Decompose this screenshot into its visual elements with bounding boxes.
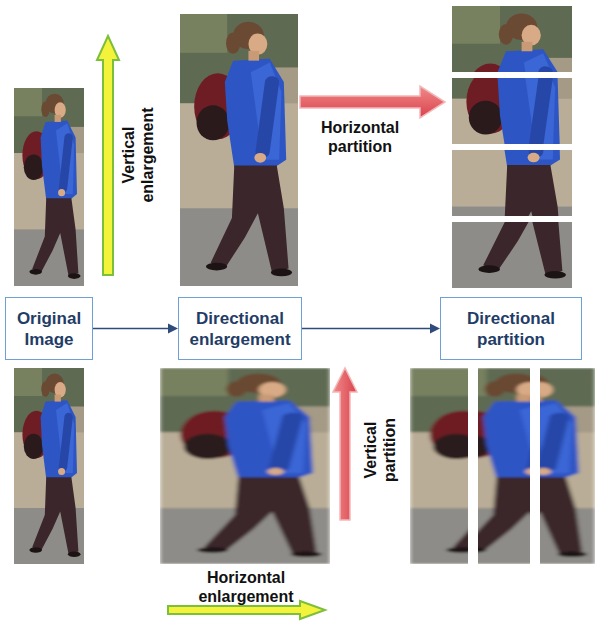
process-box: Directional enlargement (178, 297, 302, 360)
enlarged-photo (160, 368, 330, 564)
arrow-label: Horizontal enlargement (186, 568, 306, 606)
flow-arrow (93, 324, 178, 334)
arrow-line (302, 328, 432, 330)
box-label: Directional enlargement (185, 308, 295, 350)
partition-arrow (333, 368, 357, 520)
enlarged-photo (180, 14, 298, 286)
process-box: Directional partition (440, 297, 582, 360)
arrow-head (430, 324, 440, 334)
stripe-piece (452, 24, 572, 288)
partition-arrow (300, 86, 445, 118)
process-box: Original Image (5, 297, 93, 360)
box-label: Original Image (12, 308, 86, 350)
box-label: Directional partition (447, 308, 575, 350)
arrow-label: Vertical enlargement (119, 99, 157, 211)
flow-arrow (302, 324, 440, 334)
arrow-label: Vertical partition (361, 400, 399, 500)
arrow-label: Horizontal partition (300, 118, 420, 156)
column-piece (433, 368, 595, 564)
person-photo (14, 88, 84, 286)
enlargement-arrow (97, 36, 119, 275)
arrow-line (93, 328, 170, 330)
person-photo (14, 368, 84, 564)
arrow-head (168, 324, 178, 334)
